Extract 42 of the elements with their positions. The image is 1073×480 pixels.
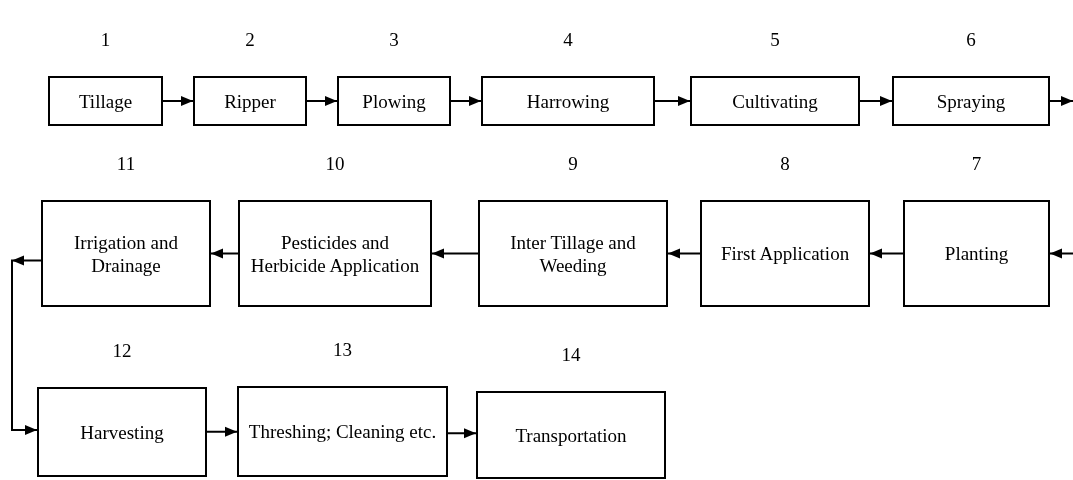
process-box: [690, 76, 860, 126]
step-label: Plowing: [361, 89, 427, 113]
step-number: 12: [111, 340, 133, 362]
step-number: 4: [562, 29, 574, 51]
step-number: 9: [567, 153, 579, 175]
step-number: 8: [779, 153, 791, 175]
process-box: [238, 200, 432, 307]
process-box: [48, 76, 163, 126]
step-number: 1: [99, 29, 112, 51]
step-number: 13: [332, 339, 353, 361]
step-label: Transportation: [514, 423, 628, 447]
step-number: 6: [965, 29, 977, 51]
process-box: [476, 391, 666, 479]
process-box: [478, 200, 668, 307]
step-label: Spraying: [935, 89, 1007, 113]
process-box: [481, 76, 655, 126]
step-label: Harrowing: [525, 89, 611, 113]
step-label: Irrigation and Drainage: [73, 230, 179, 277]
step-label: Threshing; Cleaning etc.: [247, 420, 438, 443]
step-number: 2: [244, 29, 256, 51]
process-box: [37, 387, 207, 477]
step-label: Harvesting: [79, 420, 165, 444]
step-label: Cultivating: [731, 89, 819, 113]
step-number: 3: [388, 29, 400, 51]
step-label: First Application: [719, 242, 851, 265]
step-label: Pesticides and Herbicide Application: [249, 230, 421, 277]
step-number: 10: [324, 153, 346, 175]
process-box: [903, 200, 1050, 307]
step-label: Tillage: [77, 89, 134, 113]
step-number: 5: [769, 29, 781, 51]
step-number: 7: [970, 153, 983, 175]
step-number: 11: [115, 153, 137, 175]
process-box: [892, 76, 1050, 126]
step-label: Inter Tillage and Weeding: [509, 230, 637, 277]
step-label: Ripper: [223, 89, 277, 113]
step-label: Planting: [943, 242, 1010, 265]
process-box: [700, 200, 870, 307]
process-box: [41, 200, 211, 307]
step-number: 14: [560, 344, 582, 366]
process-box: [337, 76, 451, 126]
process-box: [193, 76, 307, 126]
process-box: [237, 386, 448, 477]
